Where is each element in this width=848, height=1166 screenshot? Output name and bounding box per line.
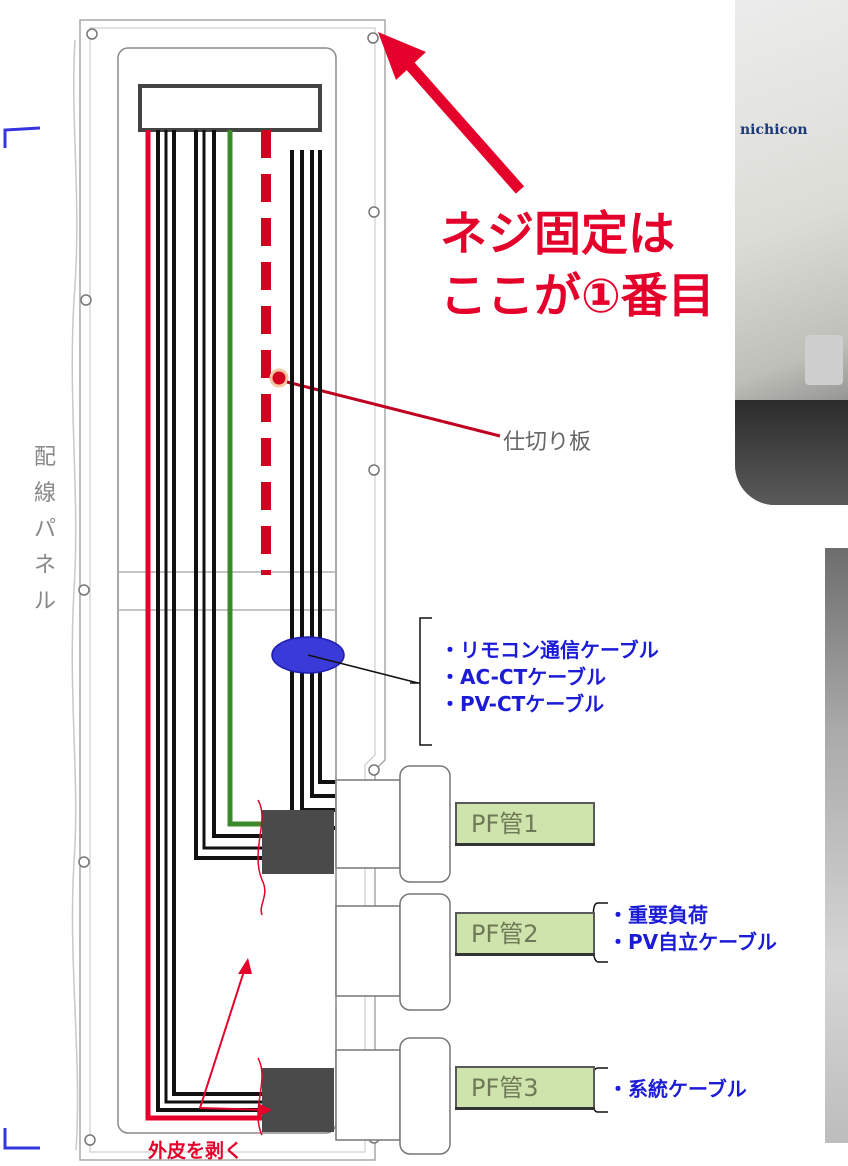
divider-leader: [286, 380, 501, 438]
side-char: ル: [33, 589, 56, 614]
terminal-block: [138, 84, 322, 132]
wire-green: [227, 130, 262, 827]
blue-bracket-bottom: [3, 1128, 40, 1150]
screw-note-line1: ネジ固定は: [440, 207, 675, 262]
wiring-box: [117, 47, 337, 1134]
cable-label: ・AC-CTケーブル: [440, 665, 607, 689]
cable-label: ・系統ケーブル: [608, 1077, 747, 1101]
divider-label: 仕切り板: [503, 430, 592, 455]
cable-label: ・重要負荷: [608, 903, 708, 927]
cable-label: ・PV-CTケーブル: [440, 692, 605, 716]
strip-note: 外皮を剥く: [148, 1140, 244, 1162]
product-photo-top: [735, 0, 848, 505]
cable-label: ・PV自立ケーブル: [608, 930, 777, 954]
wire-red: [145, 130, 262, 1121]
side-char: 線: [33, 481, 56, 506]
sheath-pf3: [262, 1068, 334, 1132]
cable-group-3: ・系統ケーブル: [608, 1076, 747, 1103]
side-label: 配 線 パ ネ ル: [30, 440, 60, 620]
product-photo-bottom: [825, 548, 848, 1143]
screw-note-line2: ここが①番目: [440, 269, 715, 324]
cable-group-2: ・重要負荷 ・PV自立ケーブル: [608, 902, 777, 956]
screw-note: ネジ固定は ここが①番目: [440, 204, 715, 328]
screw-arrow: [400, 56, 525, 194]
sheath-pf2: [262, 810, 334, 874]
screw-holes: [78, 28, 380, 1146]
pf-connectors: [335, 765, 451, 1155]
panel-inner-outline: [89, 27, 376, 1153]
pf-pipe-2: PF管2: [455, 912, 595, 956]
pf-pipe-3: PF管3: [455, 1066, 595, 1110]
brand-logo: nichicon: [740, 122, 808, 138]
cable-group-1: ・リモコン通信ケーブル ・AC-CTケーブル ・PV-CTケーブル: [440, 637, 659, 718]
cable-label: ・リモコン通信ケーブル: [440, 638, 659, 662]
divider-screw: [269, 368, 289, 388]
blue-bracket-top: [3, 126, 41, 148]
side-char: ネ: [33, 553, 56, 578]
pf-pipe-1: PF管1: [455, 802, 595, 846]
side-char: パ: [33, 517, 56, 542]
side-char: 配: [33, 445, 56, 470]
bracket-group1: [410, 617, 432, 746]
